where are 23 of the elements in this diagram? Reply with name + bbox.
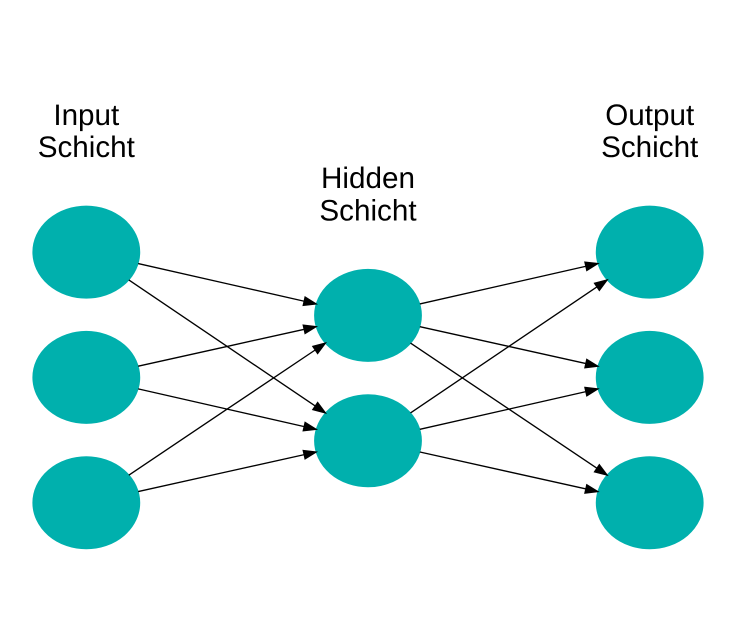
node-circle [314, 394, 422, 487]
label: Hidden Schicht [319, 162, 417, 228]
node-circle [32, 205, 140, 298]
arrow [410, 278, 609, 413]
arrow [128, 342, 327, 476]
arrow [138, 324, 318, 366]
node-circle [32, 330, 140, 424]
node-circle [596, 205, 704, 298]
arrow [138, 449, 318, 492]
node-circle [596, 330, 704, 424]
node-circle [32, 456, 140, 549]
arrow [138, 262, 318, 306]
arrow [420, 386, 600, 430]
arrow [420, 260, 600, 304]
label: Input Schicht [38, 98, 135, 164]
arrow [410, 342, 609, 476]
arrow [128, 278, 327, 414]
label: Output Schicht [601, 98, 698, 164]
node-circle [314, 268, 422, 362]
arrow [420, 450, 600, 494]
node-circle [596, 456, 704, 549]
arrow [420, 326, 600, 368]
arrow [138, 388, 318, 432]
